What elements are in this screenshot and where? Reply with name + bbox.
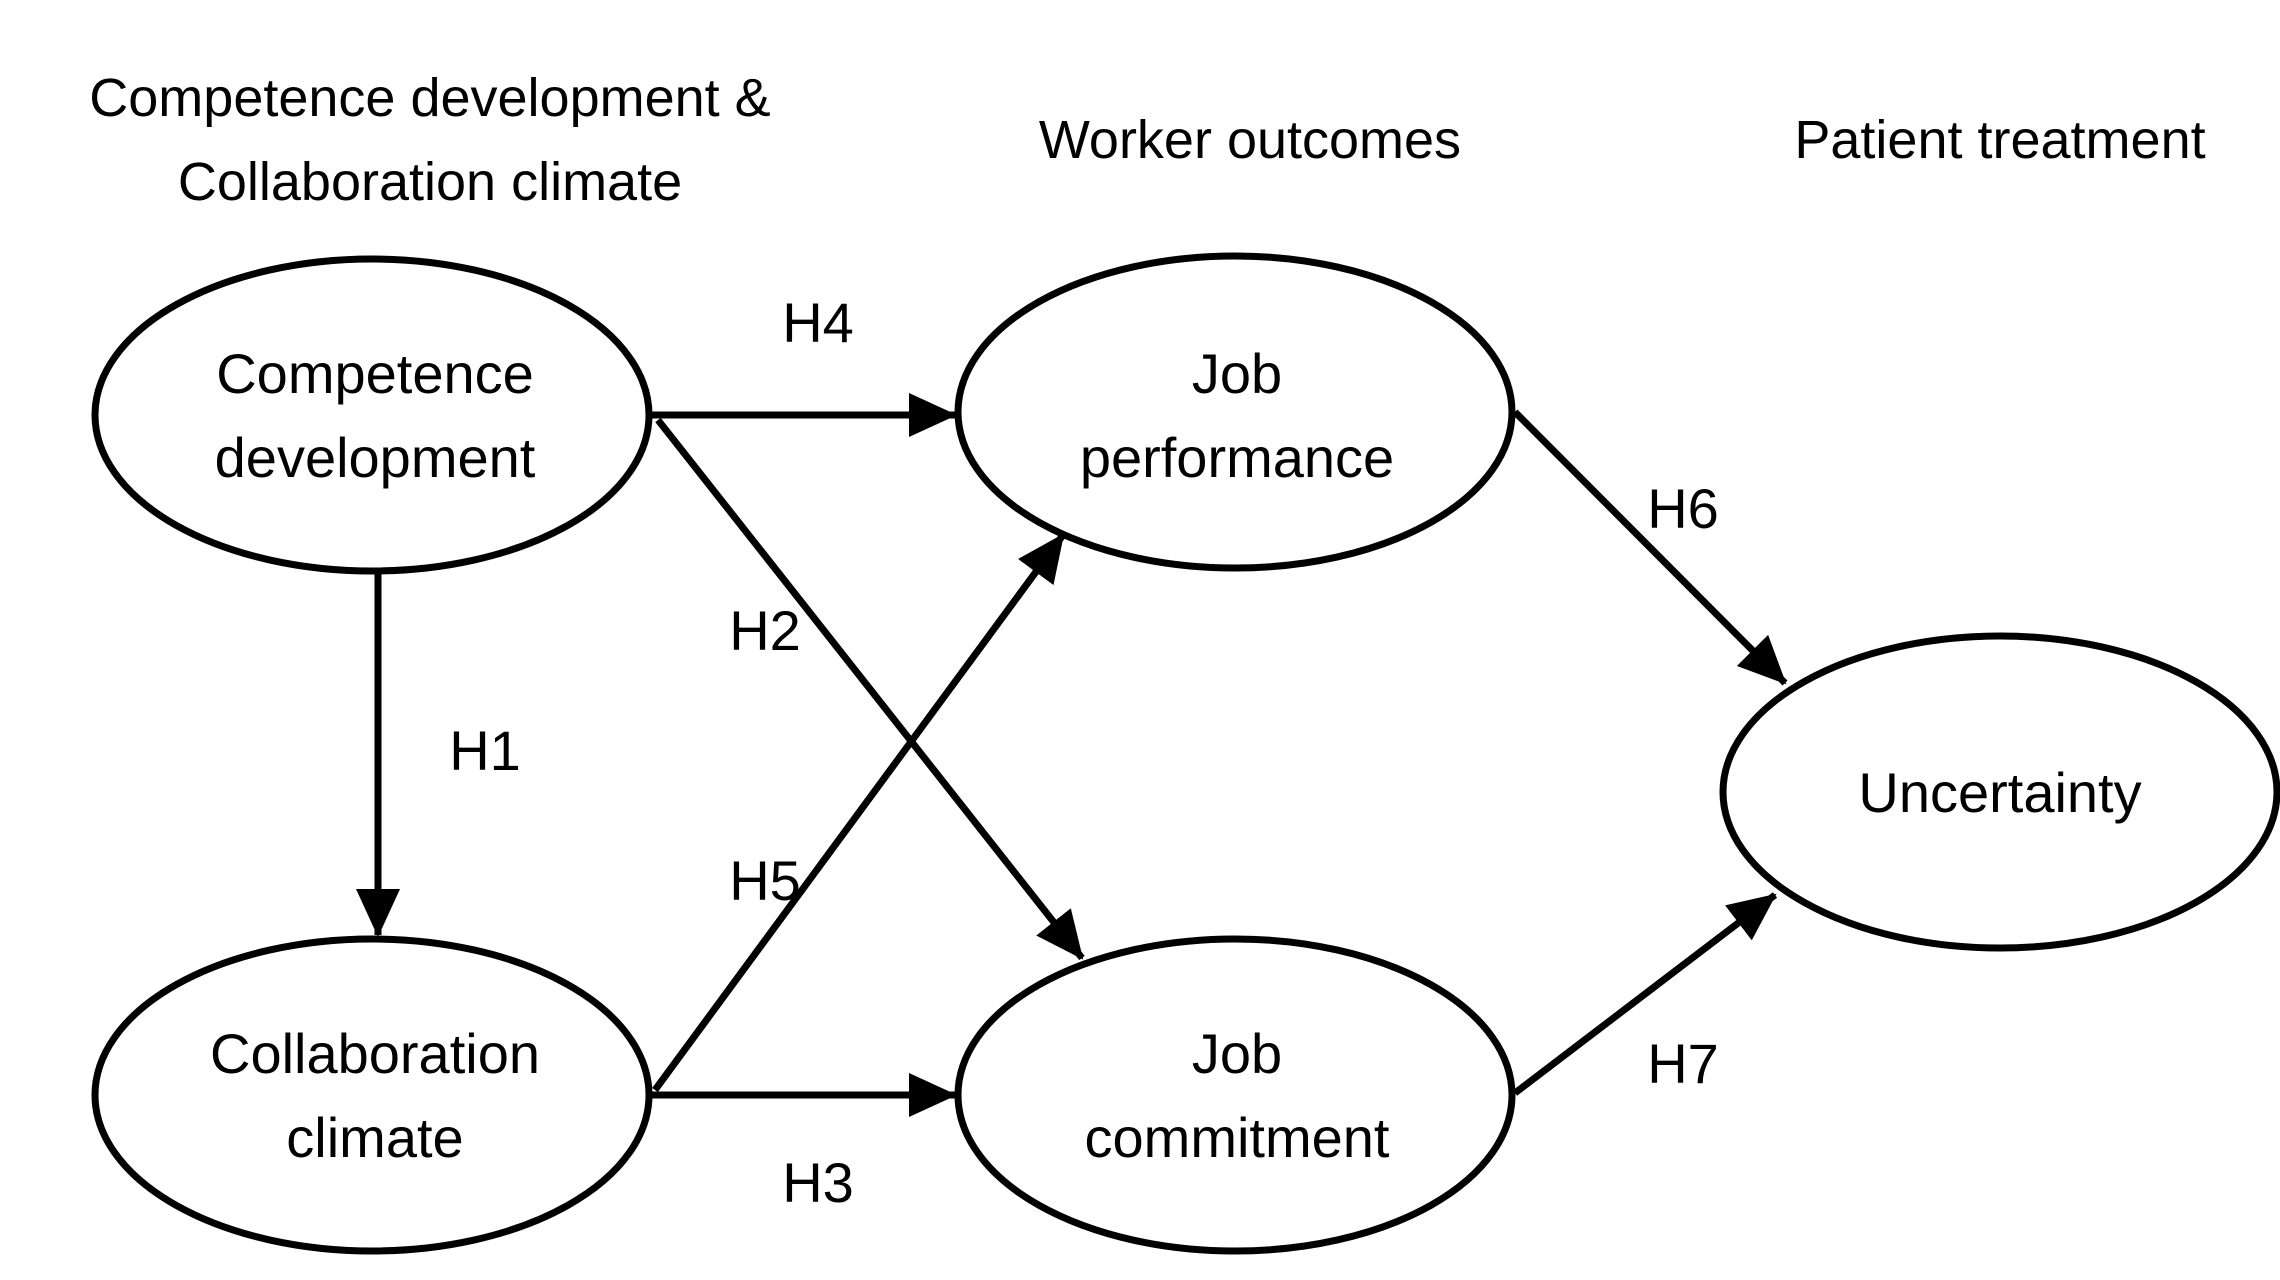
node-competence-development-shape xyxy=(91,255,653,575)
edge-h4-label: H4 xyxy=(782,291,854,354)
column-header-left-line1: Competence development & xyxy=(89,68,770,128)
edges xyxy=(356,393,1788,1117)
column-header-left: Competence development & Collaboration c… xyxy=(89,68,770,212)
node-competence-development: Competence development xyxy=(91,255,653,575)
node-collaboration-climate: Collaboration climate xyxy=(91,935,653,1255)
edge-h7-label: H7 xyxy=(1647,1032,1719,1095)
node-collaboration-climate-line2: climate xyxy=(286,1106,463,1169)
edge-h5-label: H5 xyxy=(729,849,801,912)
column-header-middle: Worker outcomes xyxy=(1039,110,1461,170)
node-uncertainty-line1: Uncertainty xyxy=(1858,761,2141,824)
node-job-performance-line1: Job xyxy=(1192,342,1282,405)
edge-h6-arrow xyxy=(1512,409,1788,686)
edge-h3-label: H3 xyxy=(782,1151,854,1214)
edge-h6-label: H6 xyxy=(1647,477,1719,540)
node-collaboration-climate-shape xyxy=(91,935,653,1255)
edge-h7-arrow xyxy=(1512,892,1778,1096)
node-uncertainty: Uncertainty xyxy=(1719,632,2280,952)
edge-h2-label: H2 xyxy=(729,599,801,662)
node-job-commitment: Job commitment xyxy=(954,935,1516,1255)
node-job-performance-line2: performance xyxy=(1080,426,1394,489)
edge-h2-arrow xyxy=(655,417,1085,961)
node-competence-development-line1: Competence xyxy=(216,342,534,405)
node-job-performance-shape xyxy=(954,252,1516,572)
node-uncertainty-shape xyxy=(1719,632,2280,952)
node-collaboration-climate-line1: Collaboration xyxy=(210,1022,540,1085)
column-header-right: Patient treatment xyxy=(1794,110,2205,170)
node-competence-development-line2: development xyxy=(215,426,536,489)
node-job-commitment-line2: commitment xyxy=(1085,1106,1390,1169)
node-job-performance: Job performance xyxy=(954,252,1516,572)
node-job-commitment-line1: Job xyxy=(1192,1022,1282,1085)
node-job-commitment-shape xyxy=(954,935,1516,1255)
edge-h1-label: H1 xyxy=(449,719,521,782)
column-header-left-line2: Collaboration climate xyxy=(178,152,682,212)
edge-h5-arrow xyxy=(652,532,1066,1093)
